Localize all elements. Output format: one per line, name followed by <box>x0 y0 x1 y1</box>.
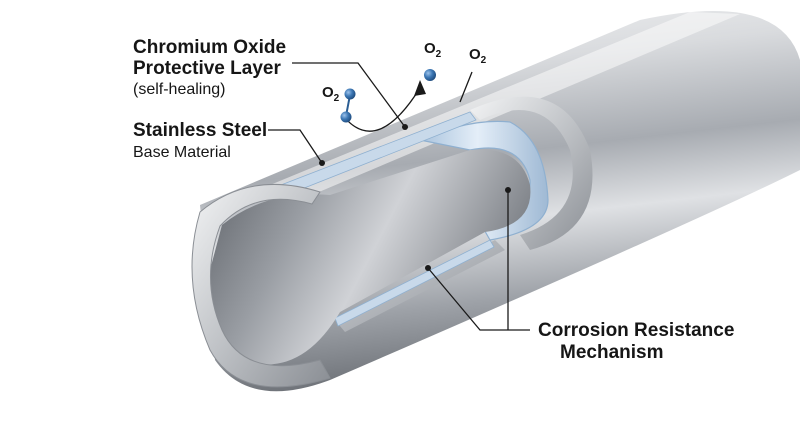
leader-stainless-steel <box>268 129 323 164</box>
label-stainless-steel-line1: Stainless Steel <box>133 120 268 141</box>
label-o2-left: O2 <box>322 84 340 104</box>
label-o2-right: O2 <box>469 46 487 66</box>
oxygen-molecule-left <box>340 88 356 123</box>
arrow-head <box>414 80 426 96</box>
pipe-front-rim <box>191 183 331 388</box>
label-mechanism-line1: Corrosion Resistance <box>538 320 735 341</box>
oxide-layer-strip-bottom <box>334 239 495 327</box>
pipe-inner-bore <box>209 149 531 365</box>
label-o2-center: O2 <box>424 40 442 60</box>
leader-mechanism-1 <box>427 267 530 331</box>
leader-o2-right <box>459 71 473 103</box>
oxygen-atom-right <box>424 69 436 81</box>
pipe-cut-ring <box>470 96 593 251</box>
leader-dots <box>319 124 511 271</box>
label-stainless-steel-line2: Base Material <box>133 144 231 161</box>
leader-chromium-oxide <box>292 62 406 128</box>
oxide-layer-section <box>418 120 549 241</box>
leader-lines <box>268 62 530 331</box>
label-chromium-oxide-line1: Chromium Oxide <box>133 37 287 58</box>
label-chromium-oxide-line2: Protective Layer <box>133 58 281 79</box>
label-mechanism-line2: Mechanism <box>560 342 664 363</box>
leader-o2-arc <box>344 87 421 132</box>
label-chromium-oxide-line3: (self-healing) <box>133 81 226 98</box>
